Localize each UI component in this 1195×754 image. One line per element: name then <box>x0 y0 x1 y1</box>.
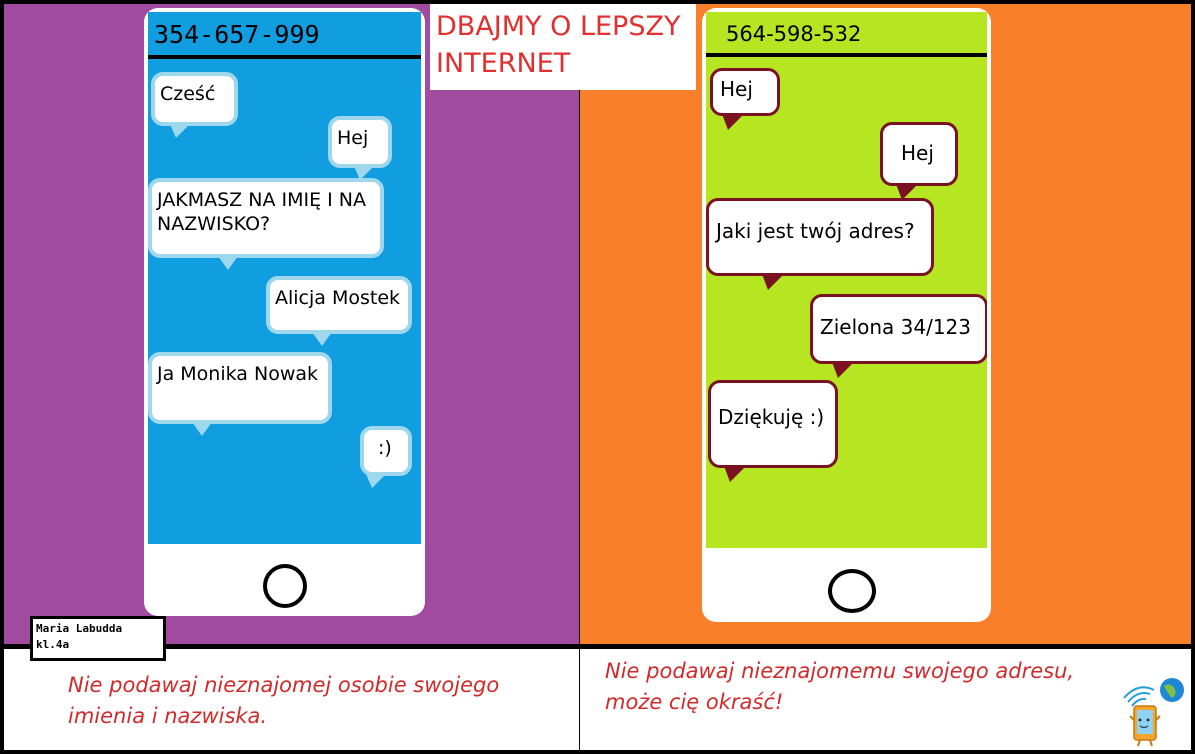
bubble-tail <box>312 332 332 346</box>
page-title: DBAJMY O LEPSZY INTERNET <box>430 4 696 90</box>
message-bubble: Hej <box>880 122 958 186</box>
right-caption: Nie podawaj nieznajomemu swojego adresu,… <box>605 659 1075 714</box>
message-bubble: Hej <box>328 116 392 168</box>
bubble-tail <box>724 466 746 482</box>
message-bubble: Alicja Mostek <box>266 276 412 334</box>
bubble-tail <box>170 124 190 138</box>
bubble-tail <box>722 114 744 130</box>
message-bubble: Dziękuję :) <box>708 380 838 468</box>
left-phone-home-button[interactable] <box>263 564 307 608</box>
message-bubble: Jaki jest twój adres? <box>706 198 934 276</box>
message-bubble: Hej <box>710 68 780 116</box>
right-phone-number: 564-598-532 <box>726 22 862 46</box>
child-with-tablet-and-globe-icon <box>1123 678 1184 747</box>
left-phone-screen: 354-657-999 Cześć Hej JAKMASZ NA IMIĘ I … <box>148 12 421 544</box>
left-caption: Nie podawaj nieznajomej osobie swojego i… <box>68 673 500 728</box>
author-name: Maria Labudda <box>36 622 123 635</box>
right-phone-header-line <box>706 53 987 57</box>
bubble-tail <box>366 474 386 488</box>
left-phone: 354-657-999 Cześć Hej JAKMASZ NA IMIĘ I … <box>144 8 425 616</box>
left-caption-box <box>0 645 583 754</box>
message-bubble: JAKMASZ NA IMIĘ I NA NAZWISKO? <box>148 178 384 258</box>
bubble-tail <box>192 422 212 436</box>
bubble-tail <box>354 166 374 180</box>
right-caption-box <box>580 645 1195 754</box>
right-phone-screen: 564-598-532 Hej Hej Jaki jest twój adres… <box>706 12 987 548</box>
message-bubble: Ja Monika Nowak <box>148 352 332 424</box>
message-bubble: Zielona 34/123 <box>810 294 987 364</box>
left-phone-number: 354-657-999 <box>154 20 320 49</box>
message-bubble: :) <box>360 426 412 476</box>
left-phone-header-line <box>148 55 421 59</box>
right-phone-home-button[interactable] <box>828 569 876 613</box>
author-class: kl.4a <box>36 638 70 651</box>
bubble-tail <box>762 274 784 290</box>
right-phone: 564-598-532 Hej Hej Jaki jest twój adres… <box>702 8 991 622</box>
author-label: Maria Labudda kl.4a <box>30 616 166 661</box>
bubble-tail <box>832 362 854 378</box>
message-bubble: Cześć <box>151 72 238 126</box>
bubble-tail <box>218 256 238 270</box>
bubble-tail <box>896 184 918 200</box>
